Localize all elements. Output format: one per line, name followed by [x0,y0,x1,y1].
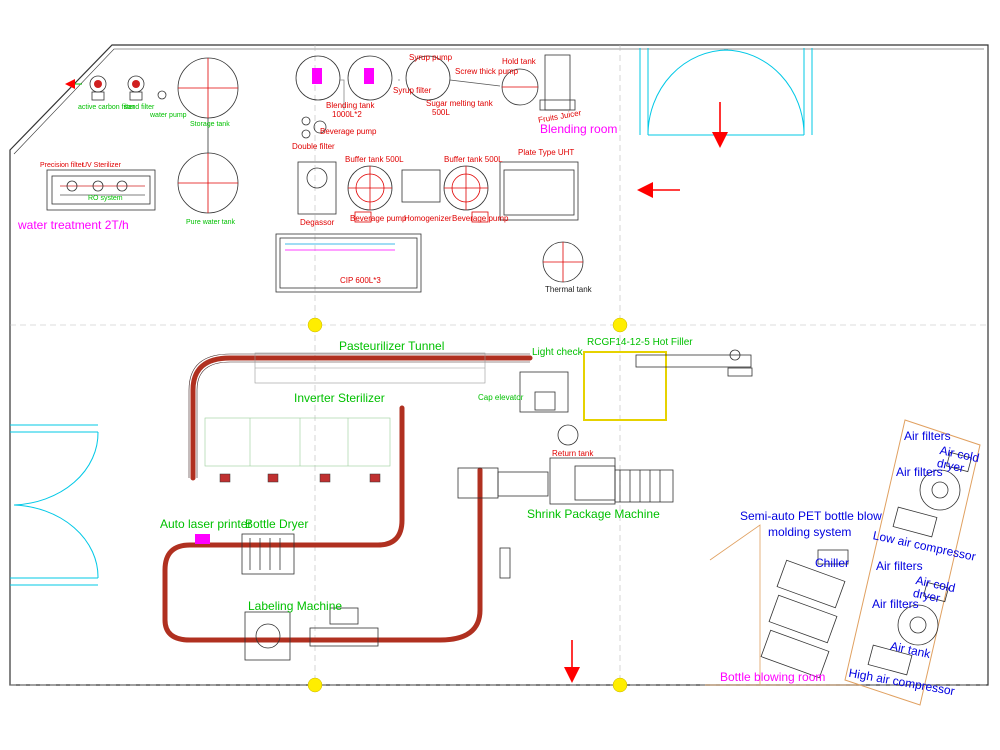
labeling-machine [244,611,291,661]
label-plate-uht: Plate Type UHT [518,148,575,157]
pasteurizer-tunnel [254,352,486,384]
bottle-dryer [241,533,295,575]
chiller [817,549,849,565]
label-beverage-pump-2: Beverage pump [452,214,509,223]
column-1 [307,317,323,333]
packing-equipment [195,533,379,661]
label-cap-elevator: Cap elevator [478,393,524,402]
label-storage-tank: Storage tank [190,121,230,128]
label-shrink-package: Shrink Package Machine [527,507,660,521]
return-tank [557,424,579,446]
inverter-sterilizer [204,417,391,467]
label-blending-room: Blending room [540,122,618,136]
plate-uht [499,161,579,221]
label-homogenizer: Homogenizer [404,214,452,223]
label-thermal-tank: Thermal tank [545,285,592,294]
label-sugar-melting-cap: 500L [432,108,450,117]
label-return-tank: Return tank [552,449,594,458]
ro-system [46,169,156,211]
label-screw-thick-pump: Screw thick pump [455,67,519,76]
label-pasteurilizer-tunnel: Pasteurilizer Tunnel [339,339,445,353]
blowing-machines [760,549,849,679]
bottle-blowing-room [705,524,860,686]
label-blending-tank: Blending tank [326,101,375,110]
grid-lines [10,45,988,686]
cip [275,233,422,293]
degassor [297,161,337,215]
label-sugar-melting-tank: Sugar melting tank [426,99,493,108]
label-syrup-filter: Syrup filter [393,86,432,95]
label-beverage-pump-top: Beverage pump [320,127,377,136]
label-air-filters-1: Air filters [904,429,951,443]
label-pure-water-tank: Pure water tank [186,219,236,226]
label-degassor: Degassor [300,218,335,227]
label-chiller: Chiller [815,556,850,570]
fruits-juicer [544,54,571,111]
sugar-melting-tank [405,55,451,101]
conveyor-line [162,355,533,643]
column-3 [307,677,323,693]
label-auto-laser-printer: Auto laser printer [160,517,252,531]
label-syrup-pump: Syrup pump [409,53,453,62]
label-inverter-sterilizer: Inverter Sterilizer [294,391,385,405]
label-blending-tank-cap: 1000L*2 [332,110,362,119]
air-equipment [867,451,972,676]
column-4 [612,677,628,693]
label-water-pump: water pump [150,112,187,119]
label-light-check: Light check [532,347,583,358]
homogenizer [401,169,441,203]
doors [10,48,813,586]
label-water-treatment: water treatment 2T/h [18,218,129,232]
label-air-filters-3: Air filters [876,559,923,573]
label-hot-filler: RCGF14-12-5 Hot Filler [587,337,693,348]
hot-filler-area [519,349,753,446]
label-double-filter: Double filter [292,142,335,151]
label-bottle-dryer: Bottle Dryer [245,517,309,531]
laser-printer [195,534,210,544]
label-semi-auto-pet-1: Semi-auto PET bottle blow [740,509,882,523]
columns [307,317,628,693]
cap-elevator [519,371,569,413]
label-buffer-tank-2: Buffer tank 500L [444,155,503,164]
label-air-filters-4: Air filters [872,597,919,611]
processing-area [275,161,584,293]
air-compressor-room [844,419,981,706]
building-walls [9,44,989,686]
label-buffer-tank-1: Buffer tank 500L [345,155,404,164]
blending-area [295,54,576,139]
column-2 [612,317,628,333]
label-labeling-machine: Labeling Machine [248,599,343,613]
label-hold-tank: Hold tank [502,57,536,66]
label-active-carbon-filter: active carbon filter [78,104,135,111]
label-beverage-pump-1: Beverage pump [350,214,407,223]
blending-tank-1 [295,55,341,101]
label-semi-auto-pet-2: molding system [768,525,852,539]
label-cip: CIP 600L*3 [340,276,381,285]
label-ro-system: RO system [88,195,123,202]
water-treatment-area [46,57,239,214]
label-uv-sterilizer: UV Sterilizer [82,162,121,169]
blending-tank-2 [347,55,393,101]
sterilizer-pumps [219,473,381,483]
label-precision-filter: Precision filter [40,162,84,169]
conveyor-detail [188,353,530,478]
label-sand-filter: sand filter [124,104,155,111]
shrink-package-machine [457,457,674,579]
label-air-filters-2: Air filters [896,465,943,479]
label-bottle-blowing-room: Bottle blowing room [720,670,826,684]
hot-filler [583,351,667,421]
flow-arrows [564,102,728,683]
